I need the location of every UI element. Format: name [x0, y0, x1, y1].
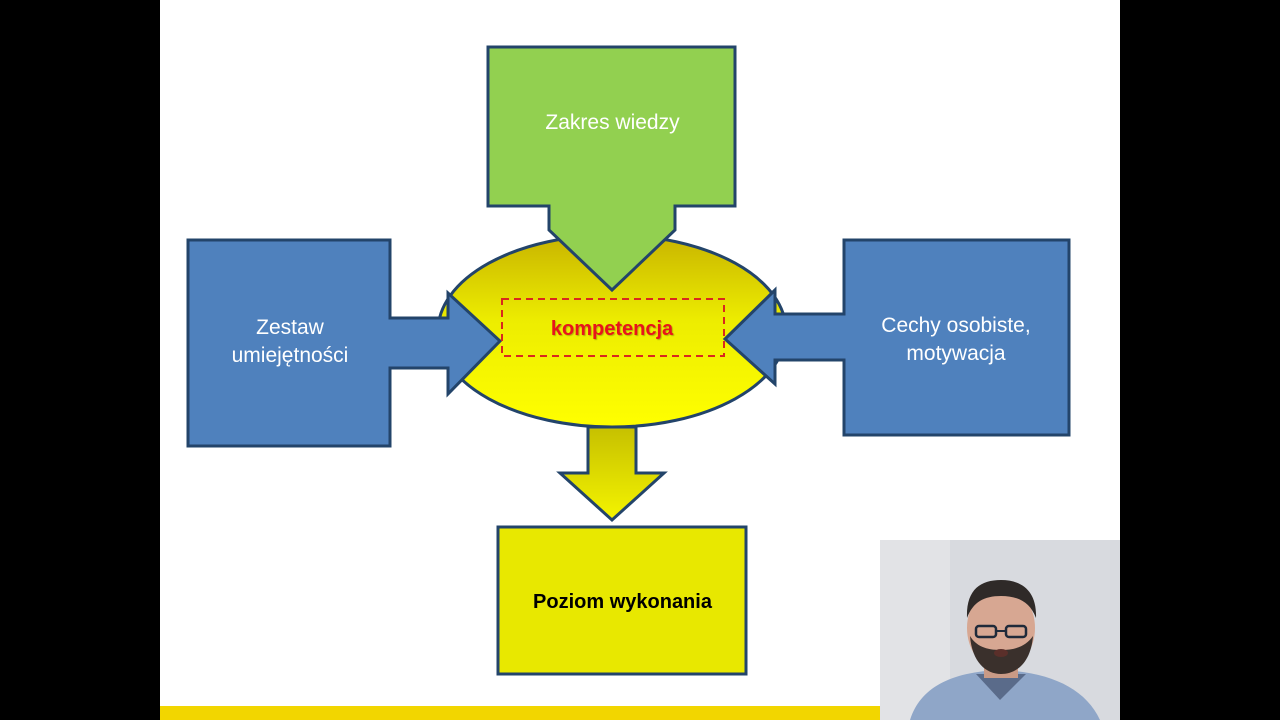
down-arrow [556, 425, 668, 523]
traits-label: Cechy osobiste, motywacja [881, 313, 1031, 365]
presenter-webcam-icon [880, 540, 1120, 720]
traits-arrow-shape [722, 238, 1071, 437]
skills-label: Zestaw umiejętności [231, 315, 349, 367]
performance-label: Poziom wykonania [533, 590, 712, 613]
knowledge-arrow-shape [486, 45, 737, 293]
presenter-webcam [880, 540, 1120, 720]
knowledge-label: Zakres wiedzy [545, 110, 680, 134]
competence-box [501, 298, 725, 357]
presentation-slide: Zakres wiedzy Zestaw umiejętności Cechy … [160, 0, 1120, 720]
competence-label: kompetencja [550, 317, 674, 340]
performance-box [496, 525, 748, 676]
competency-diagram [186, 45, 1071, 676]
skills-arrow-shape [186, 238, 503, 448]
